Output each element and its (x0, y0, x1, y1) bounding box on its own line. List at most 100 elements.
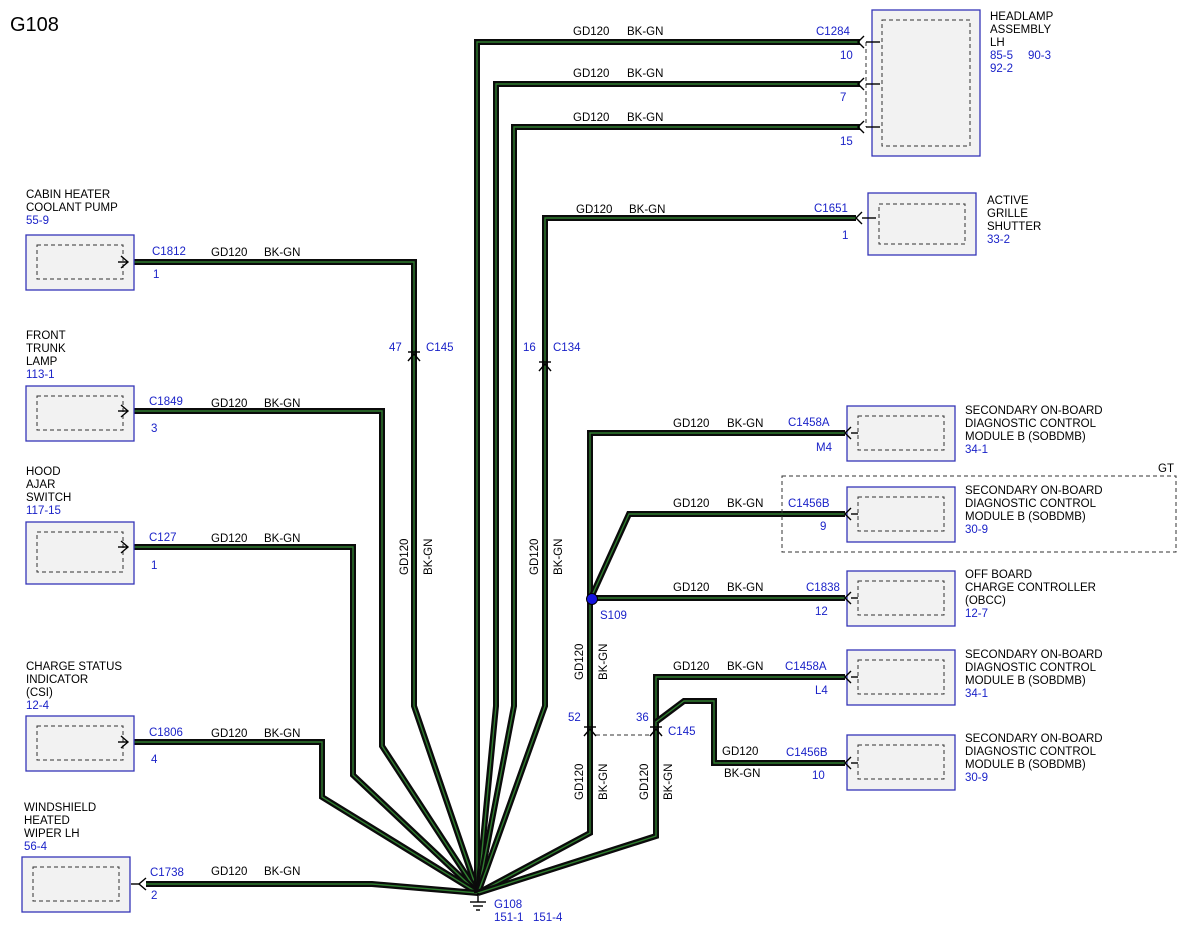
connector-c1849: C1849 (149, 396, 183, 408)
ground-ref-1: 151-1 (494, 912, 523, 924)
wire-color: BK-GN (724, 768, 760, 780)
pin-c1651: 1 (842, 230, 848, 242)
pin-c1284-10: 10 (840, 50, 853, 62)
wire-gauge: GD120 (529, 539, 541, 575)
pin-9: 9 (820, 521, 826, 533)
splice-label: S109 (600, 610, 627, 622)
headlamp-ref-3: 92-2 (990, 63, 1013, 75)
wire-gauge: GD120 (211, 247, 247, 259)
pin-l4: L4 (815, 685, 828, 697)
wire-grille (475, 215, 856, 895)
sobdmb3-name-2: DIAGNOSTIC CONTROL (965, 662, 1097, 674)
connector-c1838: C1838 (806, 582, 840, 594)
component-box-wiper (21, 856, 131, 913)
wiper-name-3: WIPER LH (24, 828, 80, 840)
csi-name-3: (CSI) (26, 687, 53, 699)
obcc-name-2: CHARGE CONTROLLER (965, 582, 1096, 594)
front-trunk-ref: 113-1 (26, 369, 55, 381)
connector-c1651: C1651 (814, 203, 848, 215)
ground-name: G108 (494, 899, 522, 911)
wires (130, 39, 860, 896)
pin-c1806: 4 (151, 754, 158, 766)
pin-c1812: 1 (153, 269, 159, 281)
wire-front-trunk (130, 408, 481, 895)
sobdmb2-name-3: MODULE B (SOBDMB) (965, 511, 1086, 523)
pin-c127: 1 (151, 560, 157, 572)
wiper-name-2: HEATED (24, 815, 70, 827)
wire-gauge: GD120 (639, 764, 651, 800)
diagram-title: G108 (10, 14, 59, 36)
wire-headlamp-10 (474, 39, 860, 893)
sobdmb4-ref: 30-9 (965, 772, 988, 784)
grille-name-3: SHUTTER (987, 221, 1041, 233)
connector-arrows (118, 35, 880, 891)
inline-connector-symbols (407, 351, 663, 737)
component-box-sobdmb2 (846, 486, 956, 543)
sobdmb4-name-1: SECONDARY ON-BOARD (965, 733, 1103, 745)
connector-c1284: C1284 (816, 26, 850, 38)
csi-name-2: INDICATOR (26, 674, 88, 686)
wire-hood-ajar (130, 544, 481, 896)
wire-labels-vertical: GD120 BK-GN GD120 BK-GN GD120 BK-GN GD12… (399, 539, 675, 800)
c145-upper-name: C145 (426, 342, 454, 354)
wire-color: BK-GN (629, 204, 665, 216)
wire-gauge: GD120 (673, 582, 709, 594)
pin-c1849: 3 (151, 423, 157, 435)
wire-gauge: GD120 (673, 418, 709, 430)
component-boxes (21, 9, 1177, 913)
component-box-sobdmb4 (846, 734, 956, 791)
sobdmb2-ref: 30-9 (965, 524, 988, 536)
cabin-heater-name-2: COOLANT PUMP (26, 202, 118, 214)
component-box-headlamp (871, 9, 981, 157)
hood-ajar-name-2: AJAR (26, 479, 55, 491)
wire-sobdmb1 (587, 430, 845, 600)
wire-color: BK-GN (553, 539, 565, 575)
connector-c1738: C1738 (150, 867, 184, 879)
wire-color: BK-GN (264, 247, 300, 259)
wire-gauge: GD120 (211, 866, 247, 878)
component-box-front-trunk (25, 385, 135, 442)
wire-gauge: GD120 (573, 112, 609, 124)
wire-color: BK-GN (264, 866, 300, 878)
sobdmb1-ref: 34-1 (965, 444, 988, 456)
headlamp-name-2: ASSEMBLY (990, 24, 1051, 36)
wire-gauge: GD120 (573, 26, 609, 38)
wire-color: BK-GN (264, 398, 300, 410)
wire-color: BK-GN (264, 728, 300, 740)
pin-c1738: 2 (151, 890, 157, 902)
wire-sobdmb2 (587, 511, 845, 602)
sobdmb3-name-3: MODULE B (SOBDMB) (965, 675, 1086, 687)
obcc-ref: 12-7 (965, 608, 988, 620)
sobdmb3-name-1: SECONDARY ON-BOARD (965, 649, 1103, 661)
wire-color: BK-GN (627, 26, 663, 38)
wire-labels-horizontal: GD120 BK-GN GD120 BK-GN GD120 BK-GN GD12… (211, 26, 763, 878)
gt-group-box (781, 475, 1177, 553)
component-box-hood-ajar (25, 521, 135, 585)
wire-csi (130, 739, 480, 896)
component-box-cabin-heater (25, 234, 135, 291)
c134-pin: 16 (523, 342, 536, 354)
headlamp-ref-1: 85-5 (990, 50, 1013, 62)
connector-c1812: C1812 (152, 246, 186, 258)
c145-lower-pin-a: 52 (568, 712, 581, 724)
obcc-name-1: OFF BOARD (965, 569, 1032, 581)
component-box-sobdmb3 (846, 649, 956, 706)
wire-color: BK-GN (727, 498, 763, 510)
wire-gauge: GD120 (573, 68, 609, 80)
component-box-sobdmb1 (846, 405, 956, 462)
wire-gauge: GD120 (211, 398, 247, 410)
component-box-grille (867, 192, 977, 256)
connector-c1456b-10: C1456B (786, 747, 828, 759)
obcc-name-3: (OBCC) (965, 595, 1006, 607)
wire-gauge: GD120 (722, 746, 758, 758)
wire-color: BK-GN (264, 533, 300, 545)
connector-c1456b-9: C1456B (788, 498, 830, 510)
front-trunk-name-2: TRUNK (26, 343, 66, 355)
c145-lower-pin-b: 36 (636, 712, 649, 724)
wire-headlamp-7 (475, 81, 860, 894)
wire-gauge: GD120 (673, 661, 709, 673)
wire-cabin-heater (130, 259, 481, 894)
wire-splice-ground (476, 600, 593, 896)
wire-gauge: GD120 (211, 533, 247, 545)
